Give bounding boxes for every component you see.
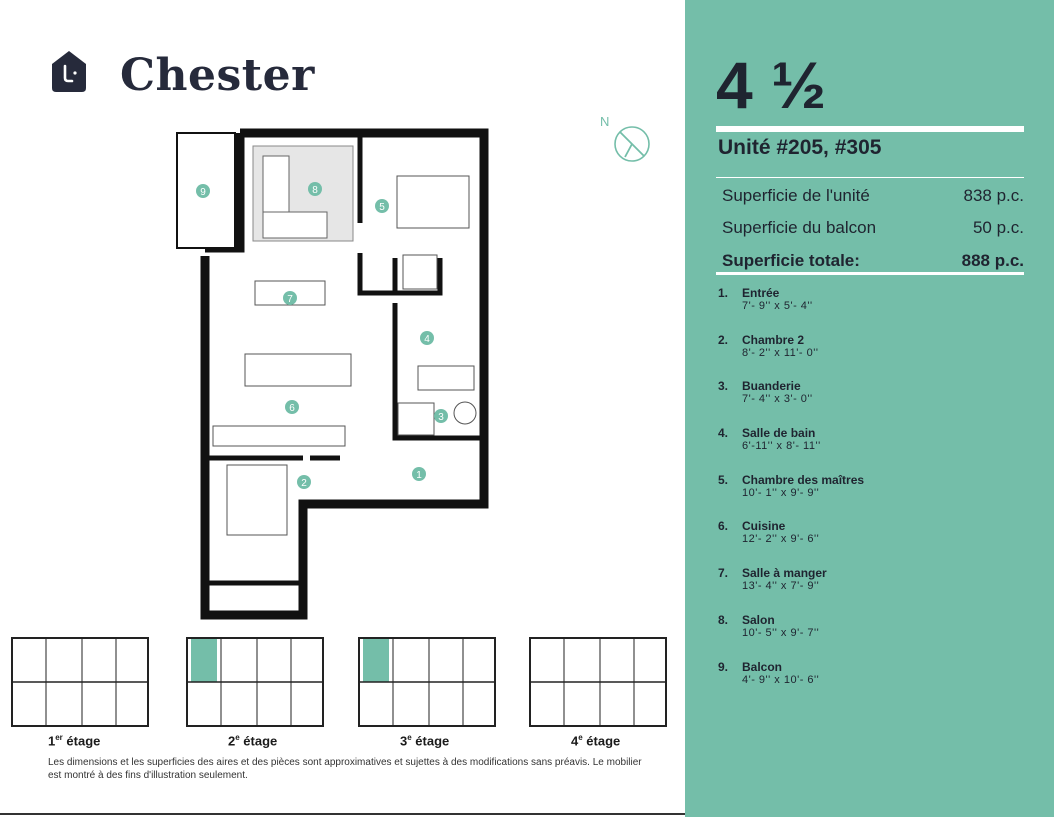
svg-text:5: 5 — [379, 202, 385, 213]
floor-keyplan-2 — [186, 637, 324, 727]
floor-label-2: 2e étage — [228, 733, 278, 749]
floor-keyplan-3 — [358, 637, 496, 727]
divider-total — [716, 272, 1024, 275]
divider-thin — [716, 177, 1024, 178]
disclaimer: Les dimensions et les superficies des ai… — [48, 757, 642, 781]
unit-info-panel — [685, 0, 1054, 817]
floor-label-1: 1er étage — [48, 733, 101, 749]
svg-text:8: 8 — [312, 185, 318, 196]
unit-type: 4 ½ — [716, 48, 827, 122]
bottom-divider — [0, 813, 685, 815]
svg-text:2: 2 — [301, 478, 307, 489]
unit-floor-plan: 1 2 3 4 5 6 7 8 9 — [176, 128, 489, 620]
floor-label-3: 3e étage — [400, 733, 450, 749]
svg-text:4: 4 — [424, 334, 430, 345]
svg-text:3: 3 — [438, 412, 444, 423]
floor-keyplan-1 — [11, 637, 149, 727]
svg-text:1: 1 — [416, 470, 422, 481]
floor-keyplan-4 — [529, 637, 667, 727]
svg-text:7: 7 — [287, 294, 293, 305]
area-total-row: Superficie totale:888 p.c. — [722, 251, 1024, 270]
unit-numbers: Unité #205, #305 — [718, 136, 882, 159]
divider-thick — [716, 126, 1024, 132]
svg-text:9: 9 — [200, 187, 206, 198]
floorplan-sheet: Chester N — [11, 50, 667, 781]
brand-name: Chester — [120, 50, 315, 101]
north-compass-icon: N — [600, 114, 650, 162]
house-logo-icon — [52, 51, 86, 92]
floor-label-4: 4e étage — [571, 733, 621, 749]
compass-label: N — [600, 114, 609, 129]
svg-text:6: 6 — [289, 403, 295, 414]
